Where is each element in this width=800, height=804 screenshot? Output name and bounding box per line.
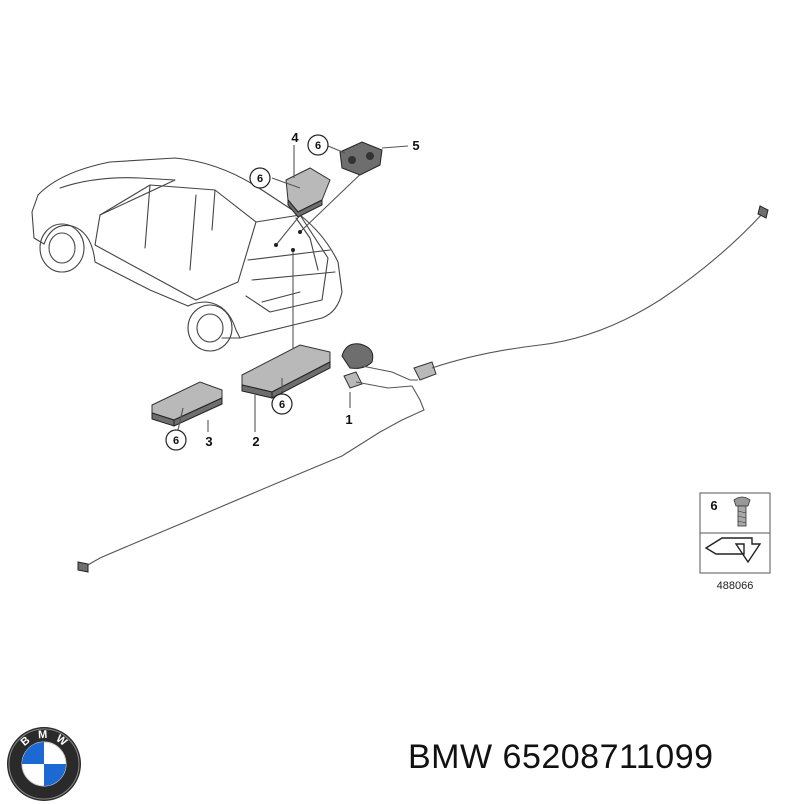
arrow-icon [704,537,762,564]
part-3-module [151,381,223,432]
fastener-callout-c [165,429,187,451]
fastener-callout-a [249,167,271,189]
fastener-callout-d [271,393,293,415]
part-1-antenna [341,343,437,408]
callout-1: 1 [345,412,352,427]
callout-4: 4 [291,130,299,145]
svg-text:6: 6 [257,173,263,185]
reference-item: 6 [710,498,717,513]
part-2-module [241,344,331,432]
reference-box: 6 488066 [699,492,771,592]
fastener-callout-b [307,134,329,156]
vehicle-outline [31,157,343,352]
part-5-unit [327,141,409,176]
fastener-callouts: 6 6 6 6 [165,134,329,451]
cable-harness [77,205,769,573]
drawing-number: 488066 [717,580,754,592]
svg-text:6: 6 [173,435,179,447]
callout-3: 3 [205,434,212,449]
svg-text:6: 6 [315,140,321,152]
callout-5: 5 [412,138,419,153]
callout-2: 2 [252,434,259,449]
screw-icon [733,496,751,527]
part-callouts: 4 5 1 2 3 [205,130,419,449]
svg-text:6: 6 [279,399,285,411]
caption-brand: BMW [408,738,493,776]
caption-part-number: 65208711099 [502,738,714,776]
part-caption: BMW 65208711099 [408,738,714,777]
part-4-module [271,145,331,218]
